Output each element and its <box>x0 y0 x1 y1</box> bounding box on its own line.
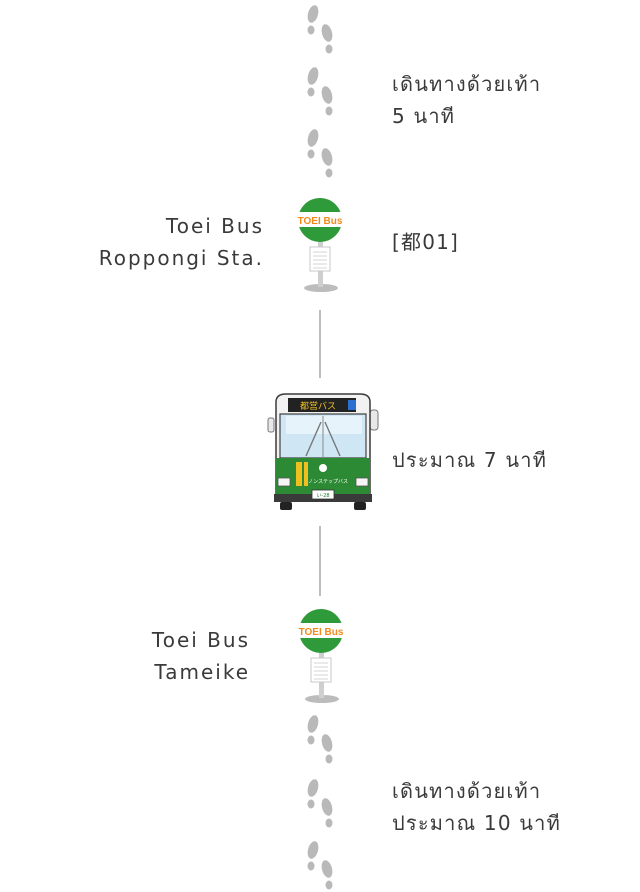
bus-plate-text: い-28 <box>316 493 329 499</box>
stop-to-name: Toei Bus Tameike <box>152 624 250 688</box>
bus-brand-text: ノンステップバス <box>308 479 348 485</box>
route-line <box>319 310 321 378</box>
footprints-icon <box>307 715 333 764</box>
footprints-icon <box>307 779 333 828</box>
bus-stop-sign-icon: TOEI Bus <box>296 197 346 293</box>
footprints-icon <box>307 67 333 116</box>
stop-from-name-line2: Roppongi Sta. <box>98 246 264 270</box>
bus-destination-text: 都営バス <box>300 400 336 412</box>
bus-icon: 都営バス ノンステップバス い-28 <box>267 393 379 510</box>
route-code: [都01] <box>392 230 460 254</box>
bus-stop-sign-icon: TOEI Bus <box>297 608 347 704</box>
stop-from-name-line1: Toei Bus <box>165 214 264 238</box>
stop-to-name-line2: Tameike <box>154 660 250 684</box>
walk-end-mode: เดินทางด้วยเท้า <box>392 779 542 803</box>
walk-end-label: เดินทางด้วยเท้า ประมาณ 10 นาที <box>392 775 561 839</box>
stop-to-name-line1: Toei Bus <box>151 628 250 652</box>
footprints-icon <box>307 5 333 54</box>
walk-start-duration: 5 นาที <box>392 104 456 128</box>
walk-start-label: เดินทางด้วยเท้า 5 นาที <box>392 68 541 132</box>
bus-duration: ประมาณ 7 นาที <box>392 448 548 472</box>
stop-from-sign-text: TOEI Bus <box>298 216 343 227</box>
stop-to-sign-text: TOEI Bus <box>299 627 344 638</box>
footprints-icon <box>307 841 333 890</box>
stop-from-name: Toei Bus Roppongi Sta. <box>99 210 264 274</box>
walk-end-duration: ประมาณ 10 นาที <box>392 811 561 835</box>
walk-start-mode: เดินทางด้วยเท้า <box>392 72 542 96</box>
footprints-icon <box>307 129 333 178</box>
route-line <box>319 526 321 596</box>
